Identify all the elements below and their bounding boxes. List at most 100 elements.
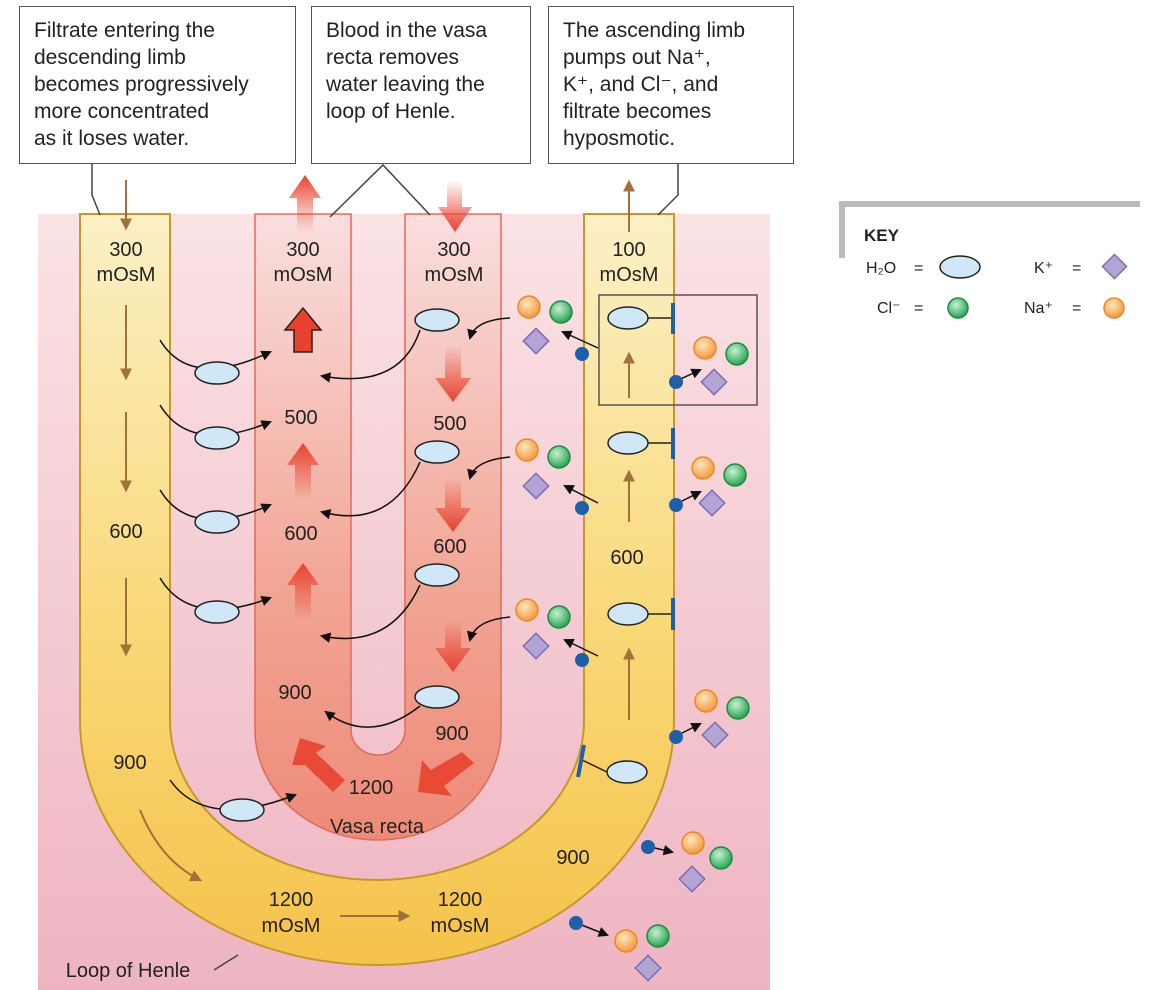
up-arrow-500 <box>287 443 319 500</box>
ion-pump-row-3 <box>466 598 599 667</box>
vr-down-top-value: 300 <box>437 239 470 261</box>
key-water-icon <box>939 255 981 279</box>
desc-top-unit: mOsM <box>97 264 156 286</box>
vasa-recta-out-arrow <box>289 175 321 232</box>
water-molecule <box>194 361 240 385</box>
callout-line: descending limb <box>34 46 186 69</box>
key-sodium-label: Na⁺ <box>1024 300 1053 317</box>
water-molecule <box>219 798 265 822</box>
key-chloride-label: Cl⁻ <box>877 300 901 317</box>
callout-line: more concentrated <box>34 100 210 123</box>
vr-up-900-label: 900 <box>278 682 311 704</box>
callout-line: becomes progressively <box>34 73 249 96</box>
callout-line: The ascending limb <box>563 19 746 42</box>
blocked-channel-3 <box>607 598 675 630</box>
water-crossing-1 <box>319 308 460 383</box>
key-legend: KEY H₂O = K⁺ = Cl⁻ = Na⁺ = <box>839 201 1140 319</box>
vasa-recta-in-arrow <box>438 180 472 232</box>
water-molecule <box>194 600 240 624</box>
water-molecule <box>194 510 240 534</box>
key-water-label: H₂O <box>866 260 896 277</box>
callout-descending-limb: Filtrate entering the descending limb be… <box>19 6 296 164</box>
vr-up-top-value: 300 <box>286 239 319 261</box>
water-path-3 <box>159 489 272 534</box>
callout-line: hyposmotic. <box>563 127 676 150</box>
key-sodium-icon <box>1103 297 1125 319</box>
vr-up-500-label: 500 <box>284 407 317 429</box>
callout-line: recta removes <box>326 46 460 69</box>
vasa-recta-down-arrows <box>418 345 474 796</box>
callout-line: Filtrate entering the <box>34 19 215 42</box>
water-molecule <box>194 426 240 450</box>
asc-top-unit: mOsM <box>600 264 659 286</box>
ion-pump-right-1 <box>669 336 749 396</box>
bottom-right-unit: mOsM <box>431 915 490 937</box>
vr-bottom-label: 1200 <box>349 777 394 799</box>
vasa-recta-vessel <box>254 213 502 841</box>
desc-600-label: 600 <box>109 521 142 543</box>
key-corner-border <box>839 201 1140 258</box>
key-equals-potassium: = <box>1072 260 1081 277</box>
top-flow-arrows <box>120 175 635 232</box>
key-equals-sodium: = <box>1072 300 1081 317</box>
ion-pump-right-2 <box>669 456 747 517</box>
vr-up-600-label: 600 <box>284 523 317 545</box>
ion-pump-right-3 <box>669 689 750 749</box>
descending-flow-arrows <box>120 305 411 922</box>
ion-pump-row-1 <box>467 295 599 361</box>
vr-down-900-label: 900 <box>435 723 468 745</box>
water-crossing-4 <box>324 685 460 728</box>
vasa-recta-label: Vasa recta <box>330 816 425 838</box>
ion-pump-right-4 <box>641 831 733 893</box>
callout-line: K⁺, and Cl⁻, and <box>563 73 719 96</box>
blocked-channel-1 <box>607 303 675 334</box>
up-arrow-600 <box>287 563 319 620</box>
loop-label-leader <box>213 954 239 971</box>
water-movement-descending <box>159 339 297 822</box>
desc-900-label: 900 <box>113 752 146 774</box>
key-chloride-icon <box>947 297 969 319</box>
callout-line: water leaving the <box>326 73 485 96</box>
callout-line: loop of Henle. <box>326 100 456 123</box>
down-arrow-bottom <box>418 752 474 796</box>
callout-vasa-recta: Blood in the vasa recta removes water le… <box>311 6 531 164</box>
callout-line: filtrate becomes <box>563 100 712 123</box>
vr-down-500-label: 500 <box>433 413 466 435</box>
asc-600-label: 600 <box>610 547 643 569</box>
bottom-left-value: 1200 <box>269 889 314 911</box>
blocked-water-channels <box>576 303 675 784</box>
water-crossing-3 <box>319 563 460 643</box>
water-path-2 <box>159 404 272 450</box>
water-path-5 <box>169 779 297 822</box>
down-arrow-3 <box>435 620 471 672</box>
bottom-left-unit: mOsM <box>262 915 321 937</box>
callout-line: as it loses water. <box>34 127 190 150</box>
bottom-right-value: 1200 <box>438 889 483 911</box>
water-path-1 <box>159 339 272 385</box>
callout-ascending-limb: The ascending limb pumps out Na⁺, K⁺, an… <box>548 6 794 164</box>
down-arrow-1 <box>435 345 471 402</box>
down-arrow-2 <box>435 478 471 532</box>
water-crossing-2 <box>319 440 460 520</box>
vr-down-top-unit: mOsM <box>425 264 484 286</box>
asc-top-value: 100 <box>612 239 645 261</box>
blocked-channel-4 <box>576 744 648 784</box>
blocked-channel-2 <box>607 428 675 459</box>
vr-down-600-label: 600 <box>433 536 466 558</box>
highlight-box <box>598 294 758 406</box>
desc-top-value: 300 <box>109 239 142 261</box>
key-potassium-icon <box>1101 253 1128 280</box>
callout-line: Blood in the vasa <box>326 19 488 42</box>
key-potassium-label: K⁺ <box>1034 260 1053 277</box>
vasa-recta-up-arrows <box>283 306 345 792</box>
osmolarity-labels: 300 mOsM 300 mOsM 300 mOsM 100 mOsM 600 … <box>66 239 659 982</box>
ion-pump-right-5 <box>569 916 670 982</box>
key-equals-water: = <box>914 260 923 277</box>
loop-of-henle-tubule <box>79 213 675 966</box>
asc-900-label: 900 <box>556 847 589 869</box>
callout-leaders <box>91 163 679 218</box>
up-arrow-outlined <box>283 306 323 353</box>
vr-up-top-unit: mOsM <box>274 264 333 286</box>
